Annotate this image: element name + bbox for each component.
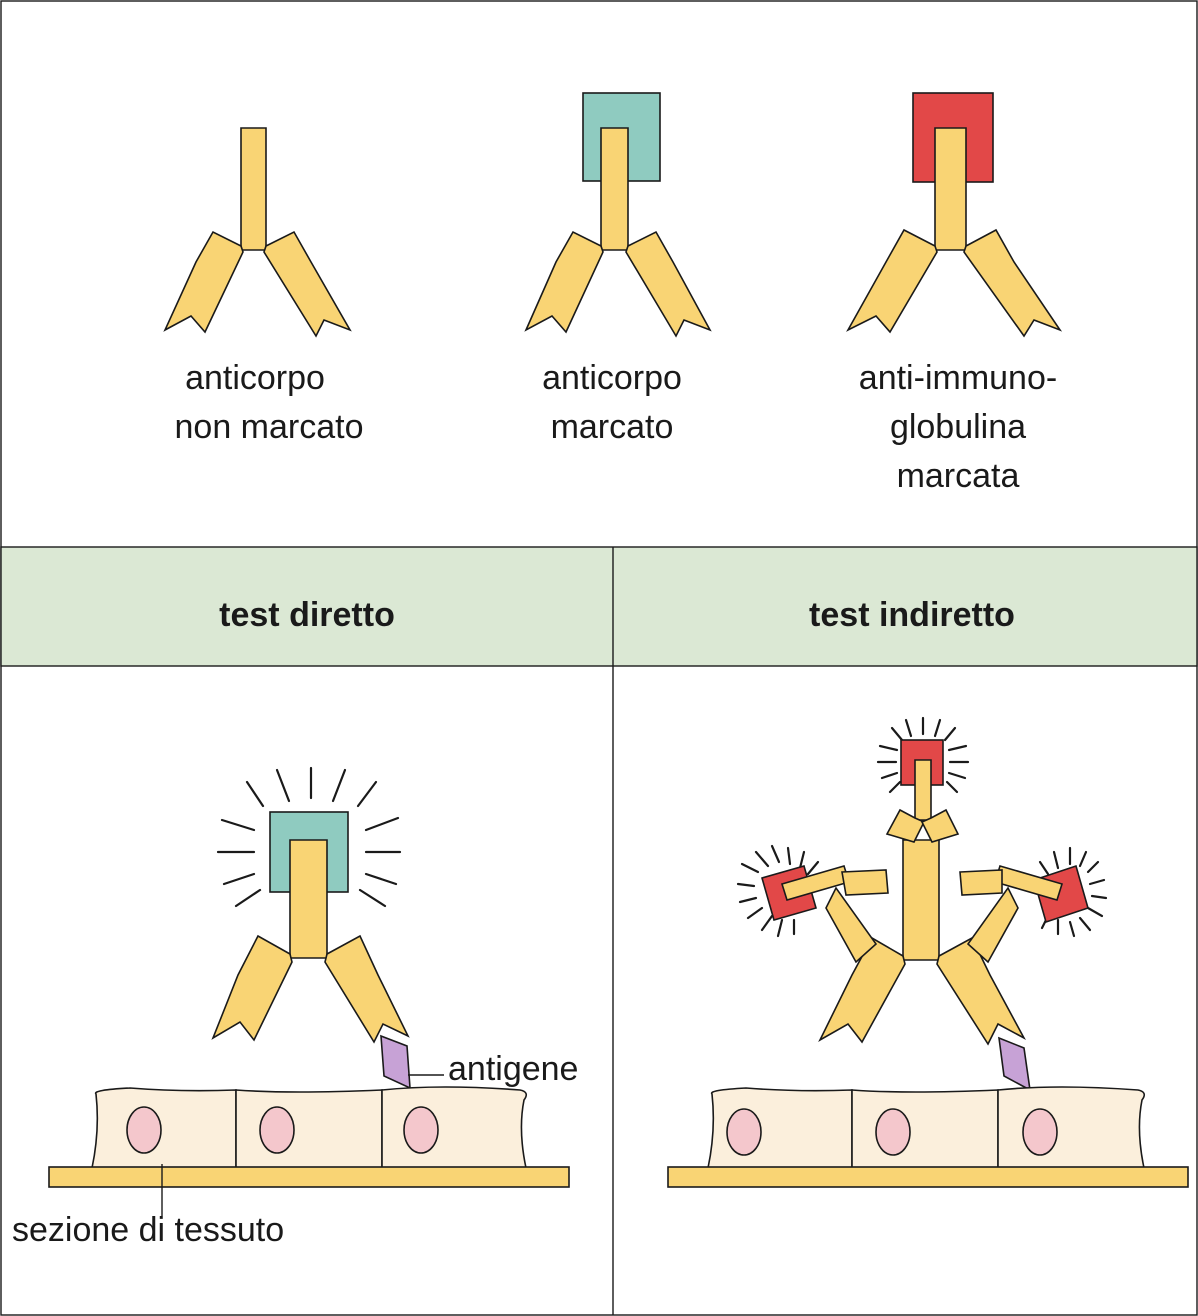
labeled-antibody-label-line1: anticorpo: [542, 359, 682, 397]
slide-indirect: [668, 1167, 1188, 1187]
unlabeled-antibody-icon: [165, 128, 350, 336]
anti-immunoglobulin-label-line3: marcata: [897, 457, 1020, 495]
anti-immunoglobulin-label-line2: globulina: [890, 408, 1026, 446]
header-direct-test: test diretto: [219, 596, 395, 634]
labeled-antibody-direct: [213, 840, 408, 1042]
anti-immunoglobulin-label-line1: anti-immuno-: [859, 359, 1057, 397]
header-indirect-test: test indiretto: [809, 596, 1015, 634]
header-band: [1, 547, 1197, 666]
labeled-antibody-icon: [526, 93, 710, 336]
tissue-cells-indirect: [708, 1087, 1144, 1168]
unlabeled-antibody-label-line1: anticorpo: [185, 359, 325, 397]
unlabeled-antibody-label-line2: non marcato: [175, 408, 364, 446]
labeled-antibody-label-line2: marcato: [551, 408, 674, 446]
antigen-direct: [381, 1036, 410, 1088]
anti-immunoglobulin-icon: [848, 93, 1060, 336]
antigen-label: antigene: [448, 1050, 578, 1088]
tissue-section-label: sezione di tessuto: [12, 1211, 284, 1249]
tissue-cells-direct: [92, 1087, 526, 1168]
antigen-indirect: [999, 1038, 1030, 1090]
slide-direct: [49, 1167, 569, 1187]
